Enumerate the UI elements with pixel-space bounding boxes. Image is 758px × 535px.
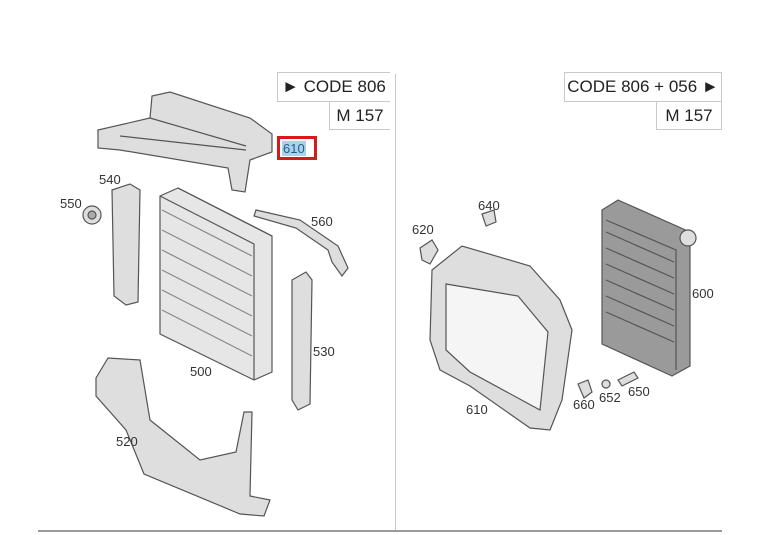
part-label-540[interactable]: 540 [99, 172, 121, 187]
part-label-600[interactable]: 600 [692, 286, 714, 301]
right-model-box: M 157 [656, 101, 722, 130]
part-label-550[interactable]: 550 [60, 196, 82, 211]
left-code-label: ► CODE 806 [282, 77, 386, 96]
right-model-label: M 157 [665, 105, 713, 125]
panel-divider [395, 74, 396, 532]
part-label-560[interactable]: 560 [311, 214, 333, 229]
part-label-530[interactable]: 530 [313, 344, 335, 359]
left-model-label: M 157 [336, 105, 384, 125]
part-label-650[interactable]: 650 [628, 384, 650, 399]
part-520-duct [95, 357, 271, 517]
part-label-610-right[interactable]: 610 [466, 402, 488, 417]
part-530-bracket [291, 271, 313, 411]
right-code-label: CODE 806 + 056 ► [567, 77, 719, 96]
part-600-radiator [601, 199, 691, 377]
part-label-620[interactable]: 620 [412, 222, 434, 237]
part-610-shroud [97, 91, 273, 193]
part-label-520[interactable]: 520 [116, 434, 138, 449]
part-620-clip [419, 239, 439, 265]
part-652-washer [601, 379, 611, 389]
part-540-bracket [111, 183, 141, 306]
part-650-screw [617, 371, 639, 387]
highlighted-part-callout[interactable]: 610 [277, 136, 317, 160]
left-model-box: M 157 [329, 101, 390, 130]
part-label-640[interactable]: 640 [478, 198, 500, 213]
right-code-box: CODE 806 + 056 ► [564, 72, 722, 102]
part-label-652[interactable]: 652 [599, 390, 621, 405]
part-label-660[interactable]: 660 [573, 397, 595, 412]
part-label-500[interactable]: 500 [190, 364, 212, 379]
highlighted-part-label[interactable]: 610 [282, 141, 306, 156]
left-code-box: ► CODE 806 [277, 72, 390, 102]
part-560-hose [253, 209, 349, 278]
part-660-plug [577, 379, 593, 399]
part-640-bolt [481, 209, 497, 227]
bottom-rule [38, 530, 722, 532]
